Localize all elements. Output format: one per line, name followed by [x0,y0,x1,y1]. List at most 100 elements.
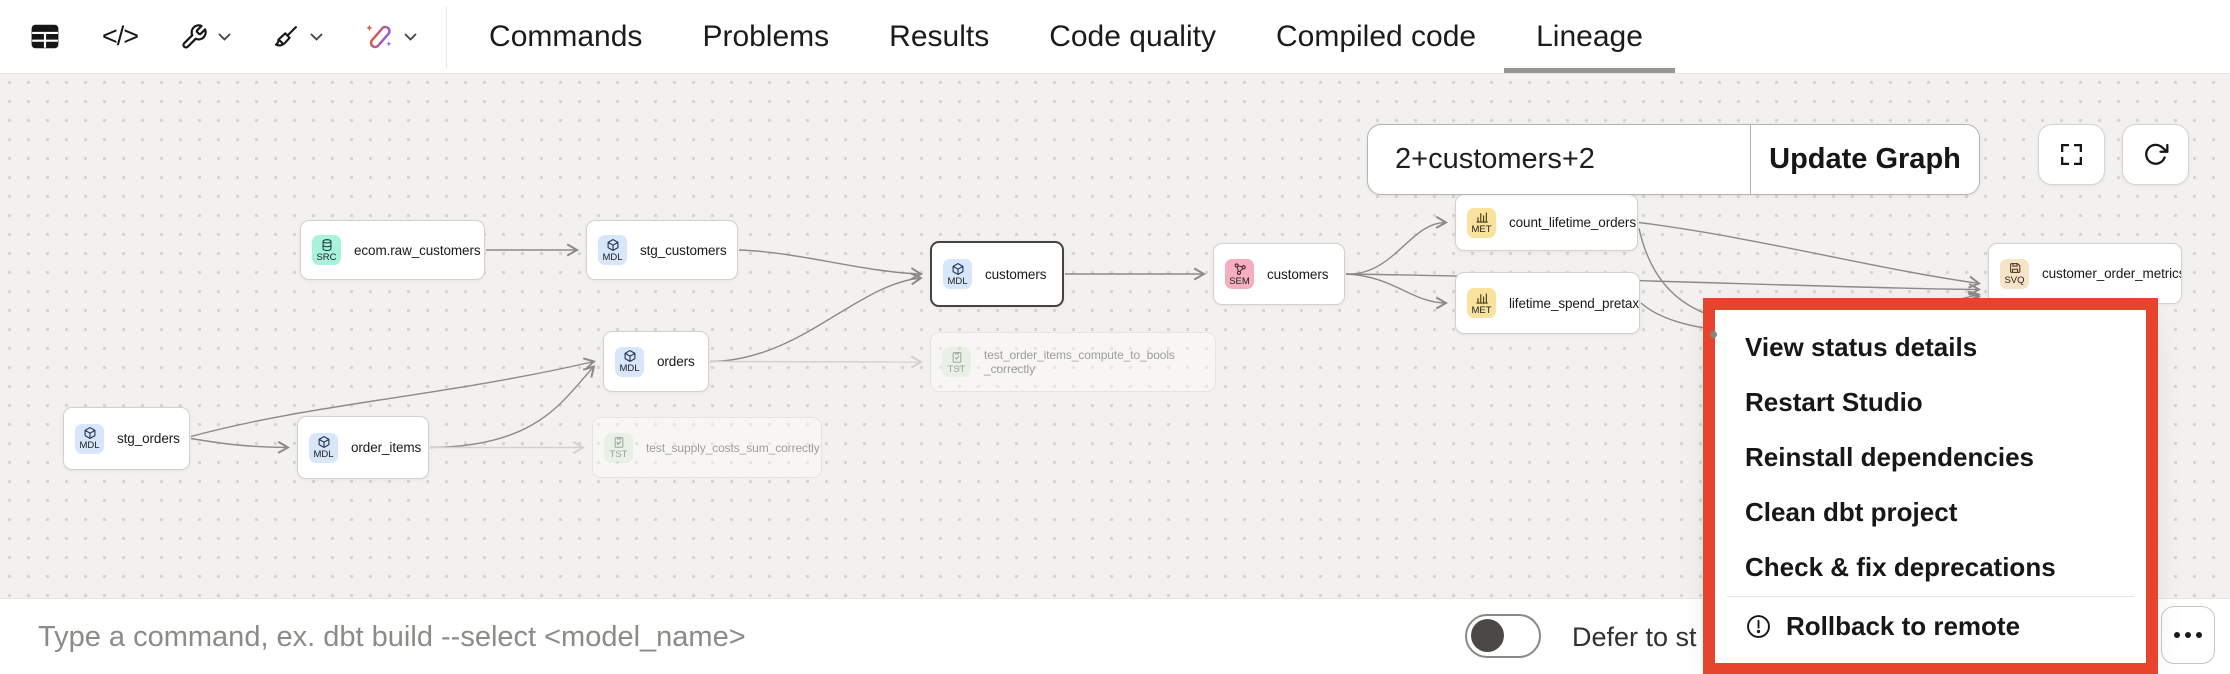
menu-item-reinstall-dependencies[interactable]: Reinstall dependencies [1715,430,2146,485]
lineage-selector: 2+customers+2 Update Graph [1367,124,1980,195]
defer-toggle[interactable] [1465,614,1541,658]
badge-mdl: MDL [943,259,972,289]
toggle-knob [1471,619,1504,652]
badge-sem: SEM [1225,259,1254,289]
node-count_lifetime_orders[interactable]: MET count_lifetime_orders [1455,194,1638,251]
badge-svq: SVQ [2000,258,2029,289]
badge-label: TST [609,449,628,460]
node-label: test_order_items_compute_to_bools _corre… [984,348,1175,376]
tab-results[interactable]: Results [889,19,990,53]
badge-label: MDL [313,449,334,460]
node-order_items[interactable]: MDL order_items [297,416,429,479]
node-label: count_lifetime_orders [1509,215,1636,230]
defer-label: Defer to st [1572,621,1697,652]
model-icon [318,436,329,448]
selector-input[interactable]: 2+customers+2 [1395,143,1595,175]
refresh-icon [2145,143,2169,165]
node-label: test_supply_costs_sum_correctly [646,440,820,455]
node-label: order_items [351,440,422,455]
more-options-button[interactable] [2161,606,2215,664]
menu-divider [1727,596,2134,597]
menu-item-label: Reinstall dependencies [1745,442,2034,472]
badge-label: SVQ [2004,275,2025,286]
badge-label: MDL [619,363,640,374]
menu-item-label: Check & fix deprecations [1745,552,2056,582]
node-lifetime_spend_pretax[interactable]: MET lifetime_spend_pretax [1455,272,1640,334]
source-icon [322,238,331,251]
fullscreen-icon [2061,144,2082,165]
node-orders[interactable]: MDL orders [603,331,709,392]
badge-label: TST [947,363,966,375]
update-graph-button[interactable]: Update Graph [1750,125,1979,194]
badge-mdl: MDL [309,432,338,463]
metric-icon [1475,212,1488,223]
badge-label: MET [1471,304,1492,316]
model-icon [84,427,95,439]
badge-mdl: MDL [615,346,644,377]
badge-label: SRC [316,251,337,263]
toolbar-divider [446,5,448,68]
menu-item-label: Clean dbt project [1745,497,1958,527]
badge-tst: TST [942,347,971,377]
test-icon [614,437,623,448]
menu-item-label: Restart Studio [1745,387,1923,417]
badge-label: MDL [602,251,623,263]
tab-problems[interactable]: Problems [702,19,830,53]
tab-bar: Commands Problems Results Code quality Compi… [459,0,1675,73]
ellipsis-icon [2174,632,2180,638]
build-tools-button[interactable] [180,23,232,51]
badge-label: SEM [1229,275,1250,287]
clean-tools-button[interactable] [272,23,324,51]
fullscreen-button[interactable] [2038,124,2105,185]
tab-lineage[interactable]: Lineage [1504,0,1675,73]
tab-commands[interactable]: Commands [489,19,643,53]
badge-met: MET [1467,207,1496,238]
command-input[interactable]: Type a command, ex. dbt build --select <… [38,620,746,653]
node-test_order_items[interactable]: TST test_order_items_compute_to_bools _co… [930,332,1216,392]
menu-item-label: Rollback to remote [1786,611,2021,641]
tab-code-quality[interactable]: Code quality [1049,19,1216,53]
model-icon [624,350,635,362]
saved-query-icon [2009,263,2020,273]
badge-mdl: MDL [598,235,627,265]
ai-assist-button[interactable] [364,22,418,52]
code-editor-button[interactable]: </> [102,21,139,52]
model-icon [952,262,963,275]
table-view-button[interactable] [30,23,60,50]
menu-item-restart-studio[interactable]: Restart Studio [1715,375,2146,430]
chevron-down-icon [218,33,231,41]
badge-label: MET [1471,224,1492,235]
node-label: lifetime_spend_pretax [1509,295,1639,311]
wrench-icon [182,23,207,49]
menu-item-check-fix-deprecations[interactable]: Check & fix deprecations [1715,540,2146,595]
node-label: stg_orders [117,431,180,446]
node-label: orders [657,354,695,369]
top-toolbar: </> [0,0,2230,74]
badge-tst: TST [604,432,633,463]
code-icon: </> [102,21,139,51]
menu-item-rollback-to-remote[interactable]: Rollback to remote [1715,599,2146,654]
node-customers_sem[interactable]: SEM customers [1213,243,1345,305]
test-icon [952,351,961,363]
magic-wand-icon [366,24,392,48]
menu-item-clean-dbt-project[interactable]: Clean dbt project [1715,485,2146,540]
chevron-down-icon [404,33,417,41]
tab-compiled-code[interactable]: Compiled code [1275,19,1477,53]
node-label: customers [1267,266,1329,282]
model-icon [607,238,618,251]
node-label: customers [985,266,1047,282]
badge-src: SRC [312,235,341,265]
badge-met: MET [1467,288,1496,318]
menu-item-label: View status details [1745,332,1978,362]
refresh-button[interactable] [2122,124,2189,185]
node-test_supply[interactable]: TST test_supply_costs_sum_correctly [592,417,822,478]
table-icon [31,24,59,49]
node-customers_model[interactable]: MDL customers [930,241,1064,307]
menu-item-view-status-details[interactable]: View status details [1715,320,2146,375]
